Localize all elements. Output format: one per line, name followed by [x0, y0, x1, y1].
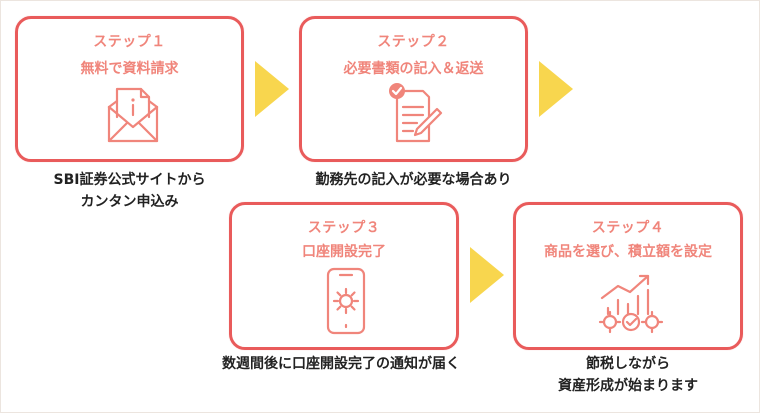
step-1-caption-line-2: カンタン申込み — [80, 194, 179, 210]
step-2-card: ステップ２ 必要書類の記入＆返送 — [299, 16, 528, 162]
step-4-caption-line-1: 節税しながら — [586, 356, 670, 372]
step-4-caption-line-2: 資産形成が始まります — [558, 378, 698, 394]
step-3-caption: 数週間後に口座開設完了の通知が届く — [181, 353, 501, 375]
step-3-caption-line-1: 数週間後に口座開設完了の通知が届く — [222, 356, 460, 372]
step-2-label: ステップ２ — [377, 34, 450, 50]
step-1-title: 無料で資料請求 — [80, 61, 179, 77]
step-2-caption: 勤務先の記入が必要な場合あり — [291, 169, 536, 191]
growth-chart-gears-icon — [596, 270, 666, 340]
step-2-caption-line-1: 勤務先の記入が必要な場合あり — [315, 172, 512, 188]
smartphone-gear-icon — [321, 267, 371, 339]
step-4-title: 商品を選び、積立額を設定 — [544, 244, 712, 260]
step-3-label: ステップ３ — [307, 220, 381, 236]
step-1-card: ステップ１ 無料で資料請求 — [15, 16, 244, 162]
envelope-document-icon — [105, 83, 161, 149]
checklist-pen-icon — [385, 81, 445, 149]
step-3-card: ステップ３ 口座開設完了 — [229, 202, 459, 350]
step-1-caption-line-1: SBI証券公式サイトから — [53, 172, 206, 188]
arrow-right-icon — [539, 61, 573, 121]
arrow-right-icon — [470, 247, 504, 307]
step-1-label: ステップ１ — [93, 34, 166, 50]
step-4-card: ステップ４ 商品を選び、積立額を設定 — [513, 202, 743, 350]
step-4-caption: 節税しながら 資産形成が始まります — [513, 353, 743, 397]
step-1-caption: SBI証券公式サイトから カンタン申込み — [15, 169, 244, 213]
step-4-label: ステップ４ — [591, 220, 665, 236]
step-3-title: 口座開設完了 — [302, 244, 386, 260]
arrow-right-icon — [255, 61, 289, 121]
step-2-title: 必要書類の記入＆返送 — [343, 61, 484, 77]
